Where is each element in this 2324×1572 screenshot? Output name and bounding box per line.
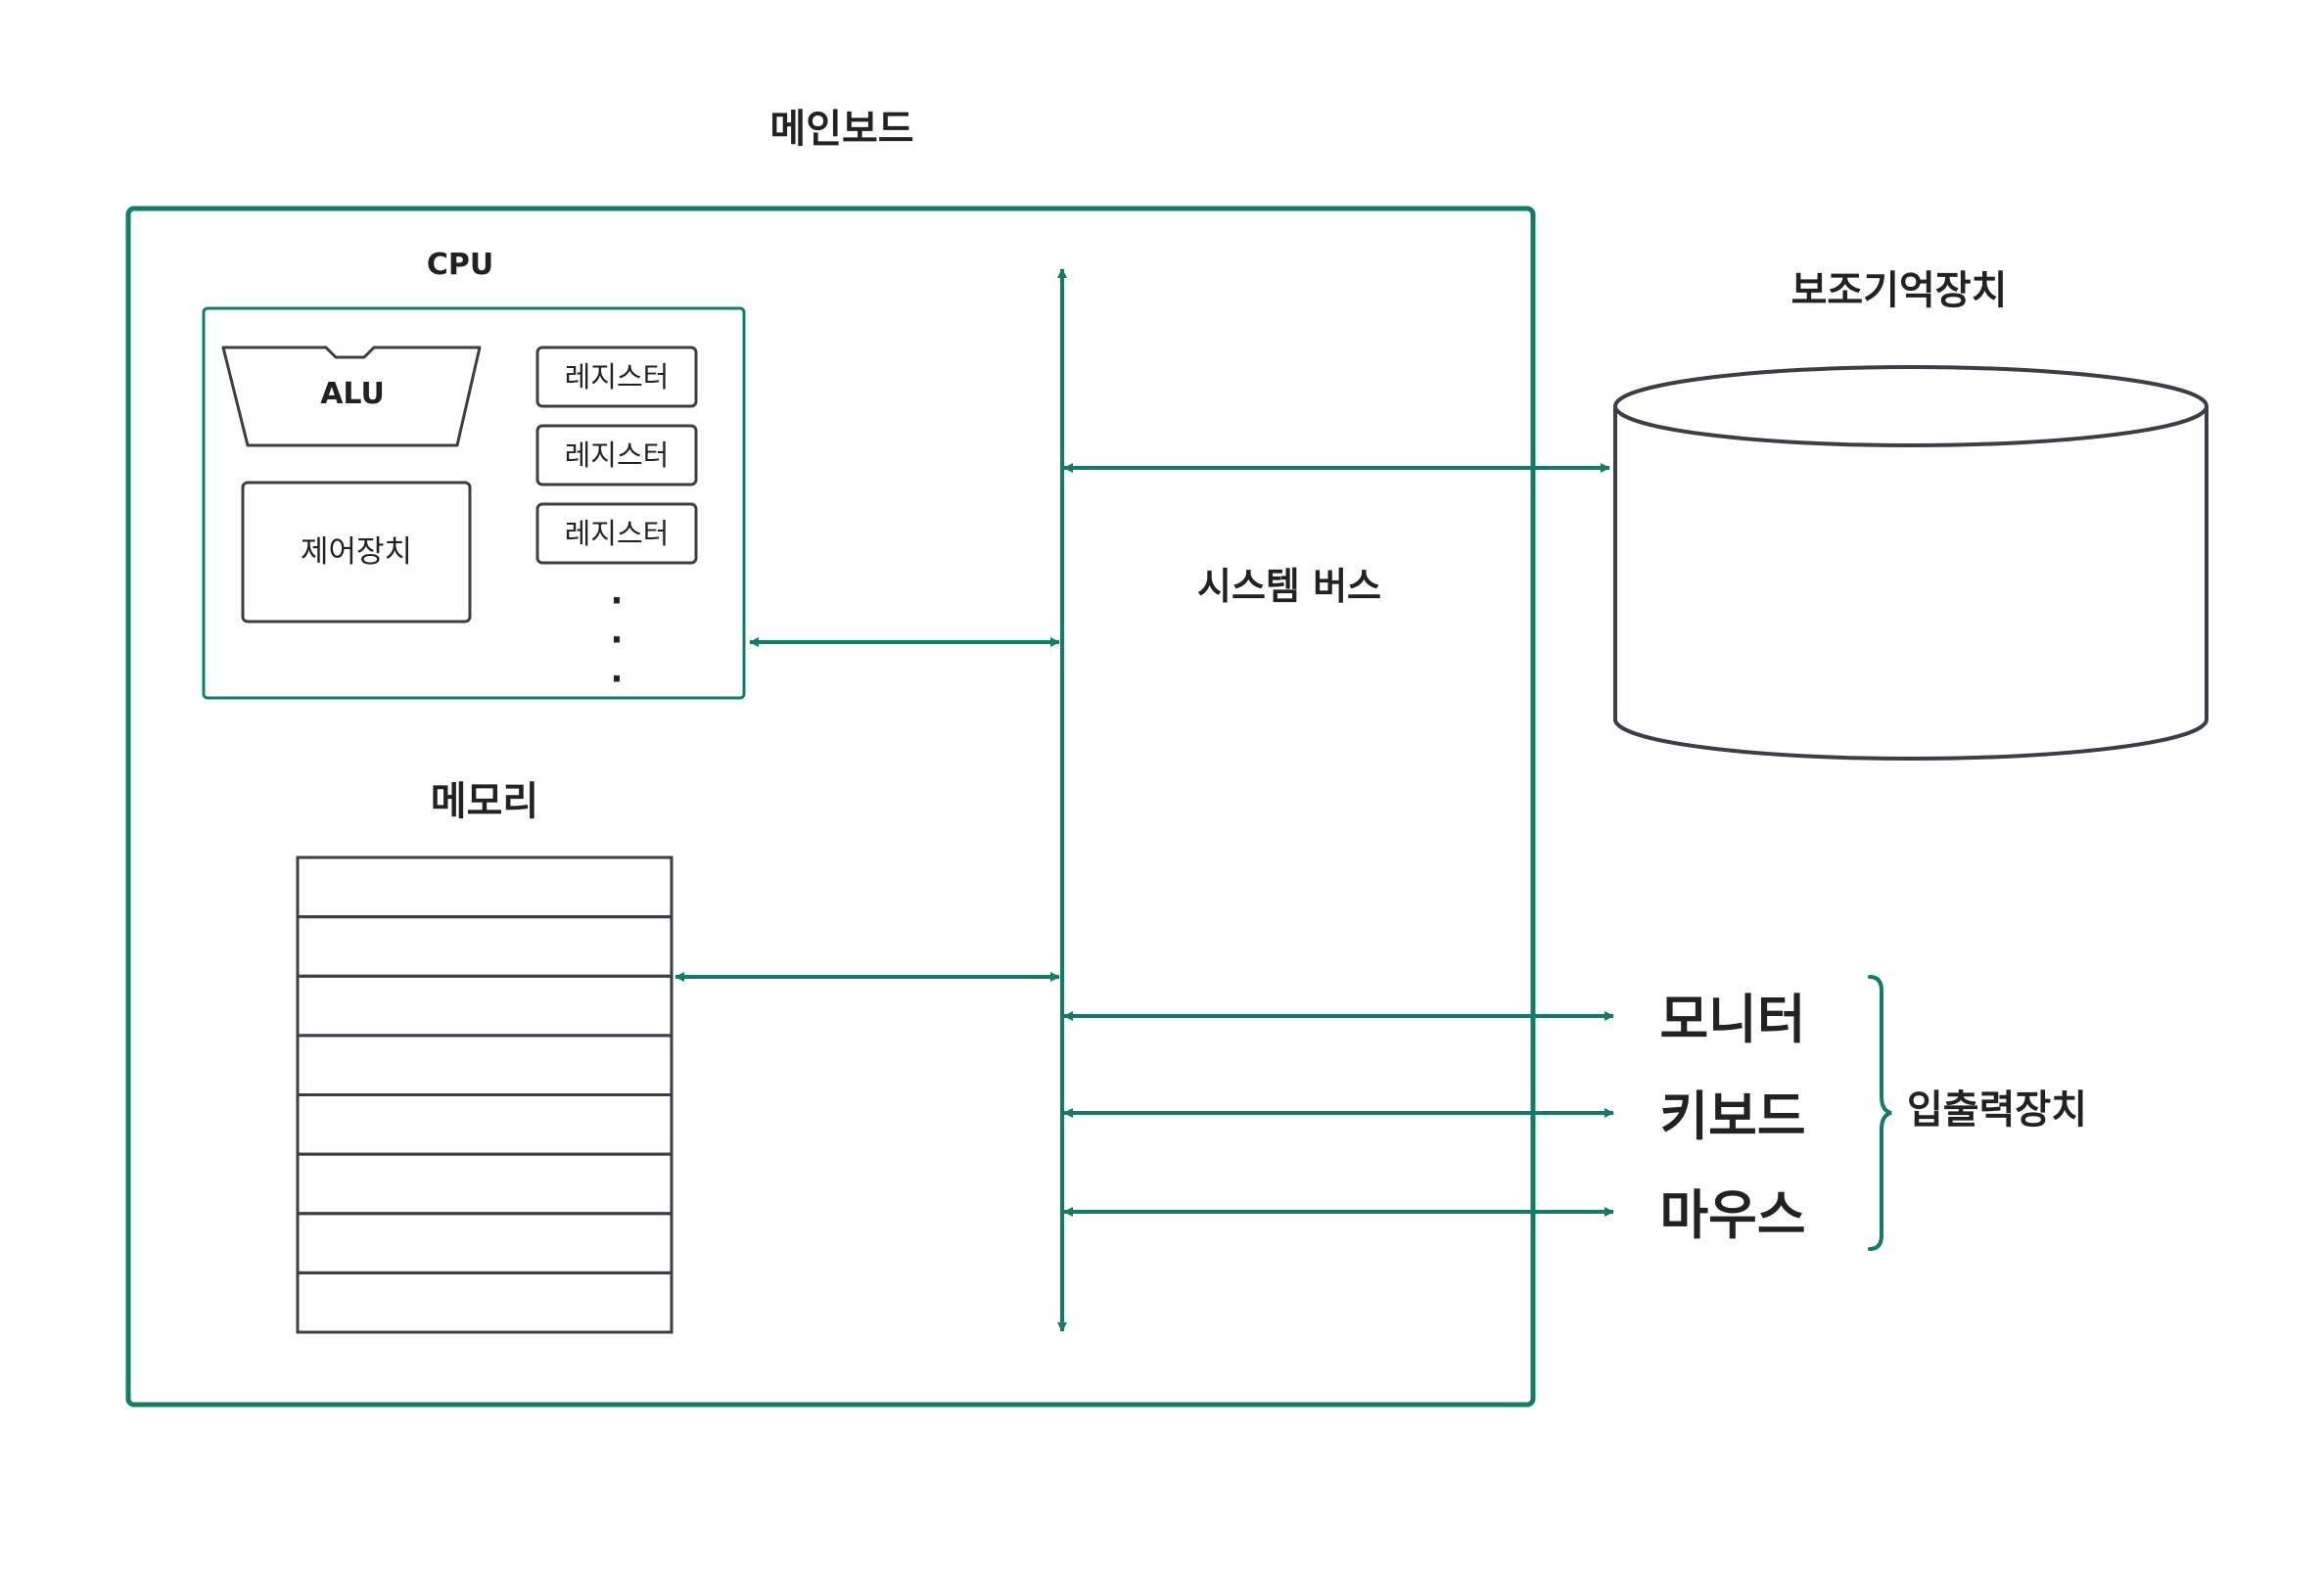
io-group-brace <box>1868 975 1892 1251</box>
alu-shape <box>221 346 482 447</box>
mainboard-title: 메인보드 <box>769 107 913 152</box>
cpu-box <box>202 306 746 700</box>
monitor-label: 모니터 <box>1659 989 1805 1050</box>
memory-cell <box>296 915 674 978</box>
register-label: 레지스터 <box>565 439 670 472</box>
memory-cell <box>296 1212 674 1274</box>
register-ellipsis-dot: · <box>611 660 624 699</box>
memory-cell <box>296 855 674 919</box>
system-bus-label: 시스템 버스 <box>1197 565 1381 608</box>
register-box <box>535 502 698 565</box>
register-stack: 레지스터 레지스터 레지스터 · · · <box>535 346 698 699</box>
memory-cell <box>296 1152 674 1216</box>
control-unit-box <box>241 481 472 624</box>
memory-cell <box>296 1271 674 1334</box>
memory-block <box>296 855 674 1334</box>
register-ellipsis-dot: · <box>611 621 624 660</box>
io-group-label: 입출력장치 <box>1907 1087 2087 1133</box>
alu-label: ALU <box>320 377 385 411</box>
control-unit-label: 제어장치 <box>301 534 412 570</box>
register-label: 레지스터 <box>565 517 670 550</box>
cylinder-top <box>1613 365 2208 447</box>
cylinder-body <box>1613 406 2208 761</box>
register-ellipsis-dot: · <box>611 581 624 621</box>
register-box <box>535 346 698 408</box>
memory-cell <box>296 1034 674 1097</box>
cpu-label: CPU <box>427 248 493 282</box>
mouse-label: 마우스 <box>1659 1184 1805 1246</box>
memory-label: 메모리 <box>431 779 538 824</box>
memory-cell <box>296 974 674 1038</box>
register-label: 레지스터 <box>565 360 670 393</box>
register-box <box>535 424 698 486</box>
keyboard-label: 키보드 <box>1659 1086 1805 1147</box>
memory-cell <box>296 1093 674 1156</box>
mainboard-frame <box>125 206 1536 1408</box>
secondary-storage-label: 보조기억장치 <box>1791 268 2008 313</box>
secondary-storage-cylinder <box>1613 365 2208 761</box>
